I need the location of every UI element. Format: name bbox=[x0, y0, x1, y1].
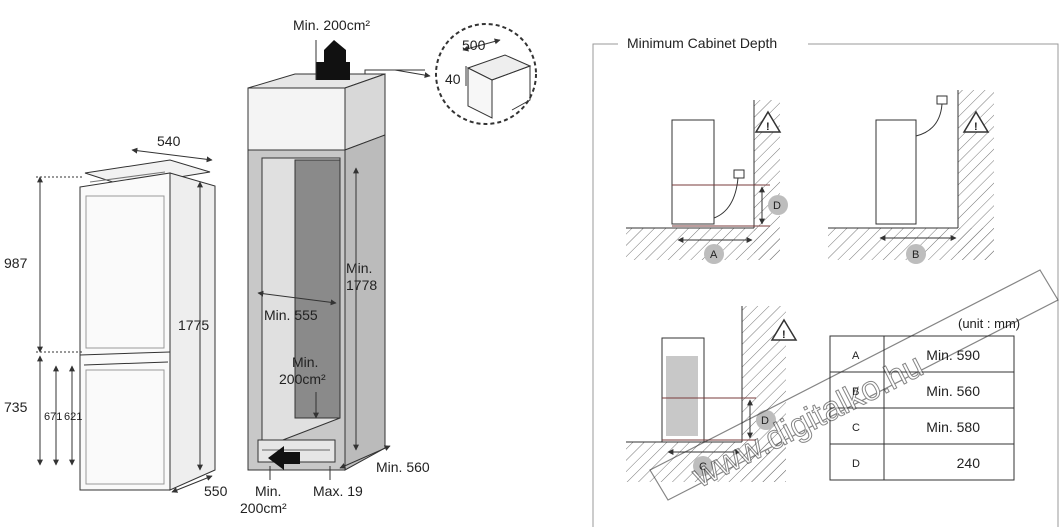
bottom-gap-label: Max. 19 bbox=[313, 483, 363, 499]
warning-icon-c bbox=[770, 318, 798, 341]
fridge-dimension-lines bbox=[36, 147, 213, 493]
badge-a: A bbox=[710, 249, 718, 261]
depth-panel-title: Minimum Cabinet Depth bbox=[627, 35, 777, 51]
inner-vent-label-2: 200cm² bbox=[279, 371, 326, 387]
table-key-b: B bbox=[852, 386, 859, 398]
depth-panel-frame bbox=[592, 43, 1059, 527]
warning-mark-a: ! bbox=[766, 121, 770, 133]
inner-height-label-2: 1778 bbox=[346, 277, 377, 293]
detail-width-label: 500 bbox=[462, 37, 486, 53]
fridge-depth-label: 550 bbox=[204, 483, 228, 499]
top-vent-arrow bbox=[316, 40, 350, 80]
badge-d-top: D bbox=[773, 200, 781, 212]
table-value-b: Min. 560 bbox=[926, 383, 980, 399]
inner-vent-label-1: Min. bbox=[292, 354, 318, 370]
fridge-drawing bbox=[79, 159, 216, 491]
detail-depth-label: 40 bbox=[445, 71, 461, 87]
warning-icon-a bbox=[754, 110, 782, 133]
letter-badges bbox=[693, 195, 926, 476]
bottom-vent-label-1: Min. bbox=[255, 483, 281, 499]
cabinet-depth-label: Min. 560 bbox=[376, 459, 430, 475]
table-key-a: A bbox=[852, 350, 860, 362]
fridge-total-height-label: 1775 bbox=[178, 317, 209, 333]
table-key-d: D bbox=[852, 458, 860, 470]
fridge-lower-h2-label: 621 bbox=[64, 411, 82, 423]
detail-circle bbox=[435, 23, 537, 125]
table-key-c: C bbox=[852, 422, 860, 434]
scene-b bbox=[828, 90, 994, 260]
inner-width-label: Min. 555 bbox=[264, 307, 318, 323]
watermark-text: www.digitalko.hu bbox=[685, 346, 929, 495]
table-value-d: 240 bbox=[957, 455, 981, 471]
fridge-upper-height-label: 987 bbox=[4, 255, 28, 271]
table-value-a: Min. 590 bbox=[926, 347, 980, 363]
top-vent-label: Min. 200cm² bbox=[293, 17, 370, 33]
cabinet-dimension-lines bbox=[257, 69, 431, 480]
depth-table bbox=[829, 335, 1015, 481]
warning-icons bbox=[754, 110, 990, 341]
inner-height-label-1: Min. bbox=[346, 260, 372, 276]
table-value-c: Min. 580 bbox=[926, 419, 980, 435]
warning-mark-b: ! bbox=[974, 121, 978, 133]
fridge-lower-h1-label: 671 bbox=[44, 411, 62, 423]
fridge-lower-height-label: 735 bbox=[4, 399, 28, 415]
bottom-vent-arrow bbox=[268, 446, 300, 470]
scene-a bbox=[626, 100, 780, 260]
badge-d-bottom: D bbox=[761, 415, 769, 427]
warning-mark-c: ! bbox=[782, 329, 786, 341]
fridge-width-label: 540 bbox=[157, 133, 181, 149]
warning-icon-b bbox=[962, 110, 990, 133]
bottom-vent-label-2: 200cm² bbox=[240, 500, 287, 516]
badge-b: B bbox=[912, 249, 919, 261]
unit-note: (unit : mm) bbox=[958, 316, 1020, 331]
badge-c: C bbox=[699, 461, 707, 473]
